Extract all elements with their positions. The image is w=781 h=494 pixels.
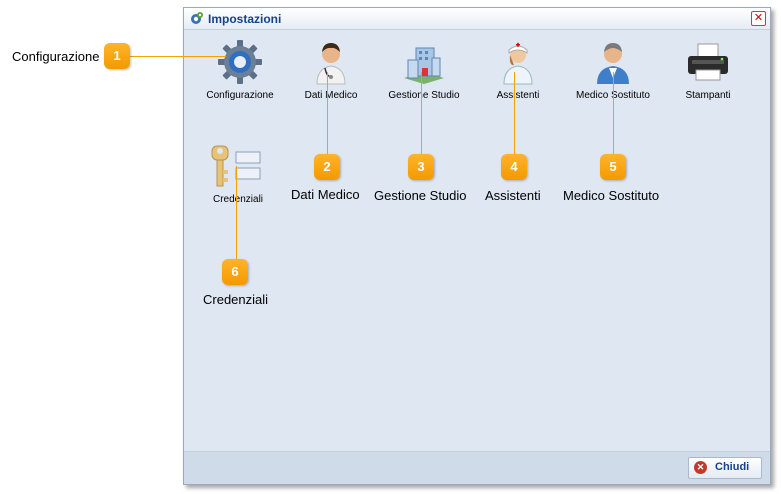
- item-label: Gestione Studio: [388, 90, 460, 101]
- callout-label-6: Credenziali: [203, 292, 269, 307]
- settings-item-assistenti[interactable]: Assistenti: [468, 38, 568, 101]
- callout-badge-4: 4: [501, 154, 527, 180]
- settings-content: Configurazione Dati Medico Gestione Stu: [188, 30, 764, 452]
- settings-item-configurazione[interactable]: Configurazione: [190, 38, 290, 101]
- building-icon: [404, 47, 444, 84]
- callout-line: [130, 56, 226, 57]
- doctor-icon: [316, 43, 346, 85]
- close-circle-icon: ✕: [694, 461, 707, 474]
- callout-badge-3: 3: [408, 154, 434, 180]
- callout-badge-1: 1: [104, 43, 130, 69]
- settings-dialog: Impostazioni ✕ Configurazione: [183, 7, 771, 485]
- dialog-footer: ✕ Chiudi: [184, 451, 770, 484]
- settings-item-dati-medico[interactable]: Dati Medico: [281, 38, 381, 101]
- callout-badge-5: 5: [600, 154, 626, 180]
- settings-item-gestione-studio[interactable]: Gestione Studio: [374, 38, 474, 101]
- callout-line: [421, 72, 422, 156]
- settings-item-credenziali[interactable]: Credenziali: [188, 142, 288, 205]
- key-icon: [211, 145, 261, 187]
- settings-gear-icon: [191, 12, 203, 24]
- callout-line: [327, 72, 328, 156]
- title-bar: Impostazioni ✕: [184, 8, 770, 30]
- settings-item-stampanti[interactable]: Stampanti: [658, 38, 758, 101]
- dialog-title: Impostazioni: [208, 12, 282, 26]
- item-label: Configurazione: [206, 90, 274, 101]
- item-label: Assistenti: [496, 90, 540, 101]
- callout-badge-2: 2: [314, 154, 340, 180]
- callout-line: [613, 72, 614, 156]
- callout-label-4: Assistenti: [485, 188, 541, 203]
- callout-line: [514, 72, 515, 156]
- callout-label-2: Dati Medico: [291, 187, 360, 202]
- callout-badge-6: 6: [222, 259, 248, 285]
- close-icon[interactable]: ✕: [751, 11, 766, 26]
- printer-icon: [688, 43, 728, 81]
- callout-label-5: Medico Sostituto: [563, 188, 660, 203]
- item-label: Stampanti: [685, 90, 731, 101]
- item-label: Credenziali: [212, 194, 264, 205]
- item-label: Dati Medico: [304, 90, 358, 101]
- close-button-label: Chiudi: [715, 461, 750, 473]
- nurse-icon: [503, 42, 533, 85]
- callout-label-3: Gestione Studio: [374, 188, 467, 203]
- callout-line: [236, 166, 237, 260]
- substitute-doctor-icon: [597, 43, 629, 84]
- gear-icon: [218, 40, 262, 84]
- close-button[interactable]: ✕ Chiudi: [688, 457, 762, 479]
- callout-label-1: Configurazione: [12, 49, 100, 64]
